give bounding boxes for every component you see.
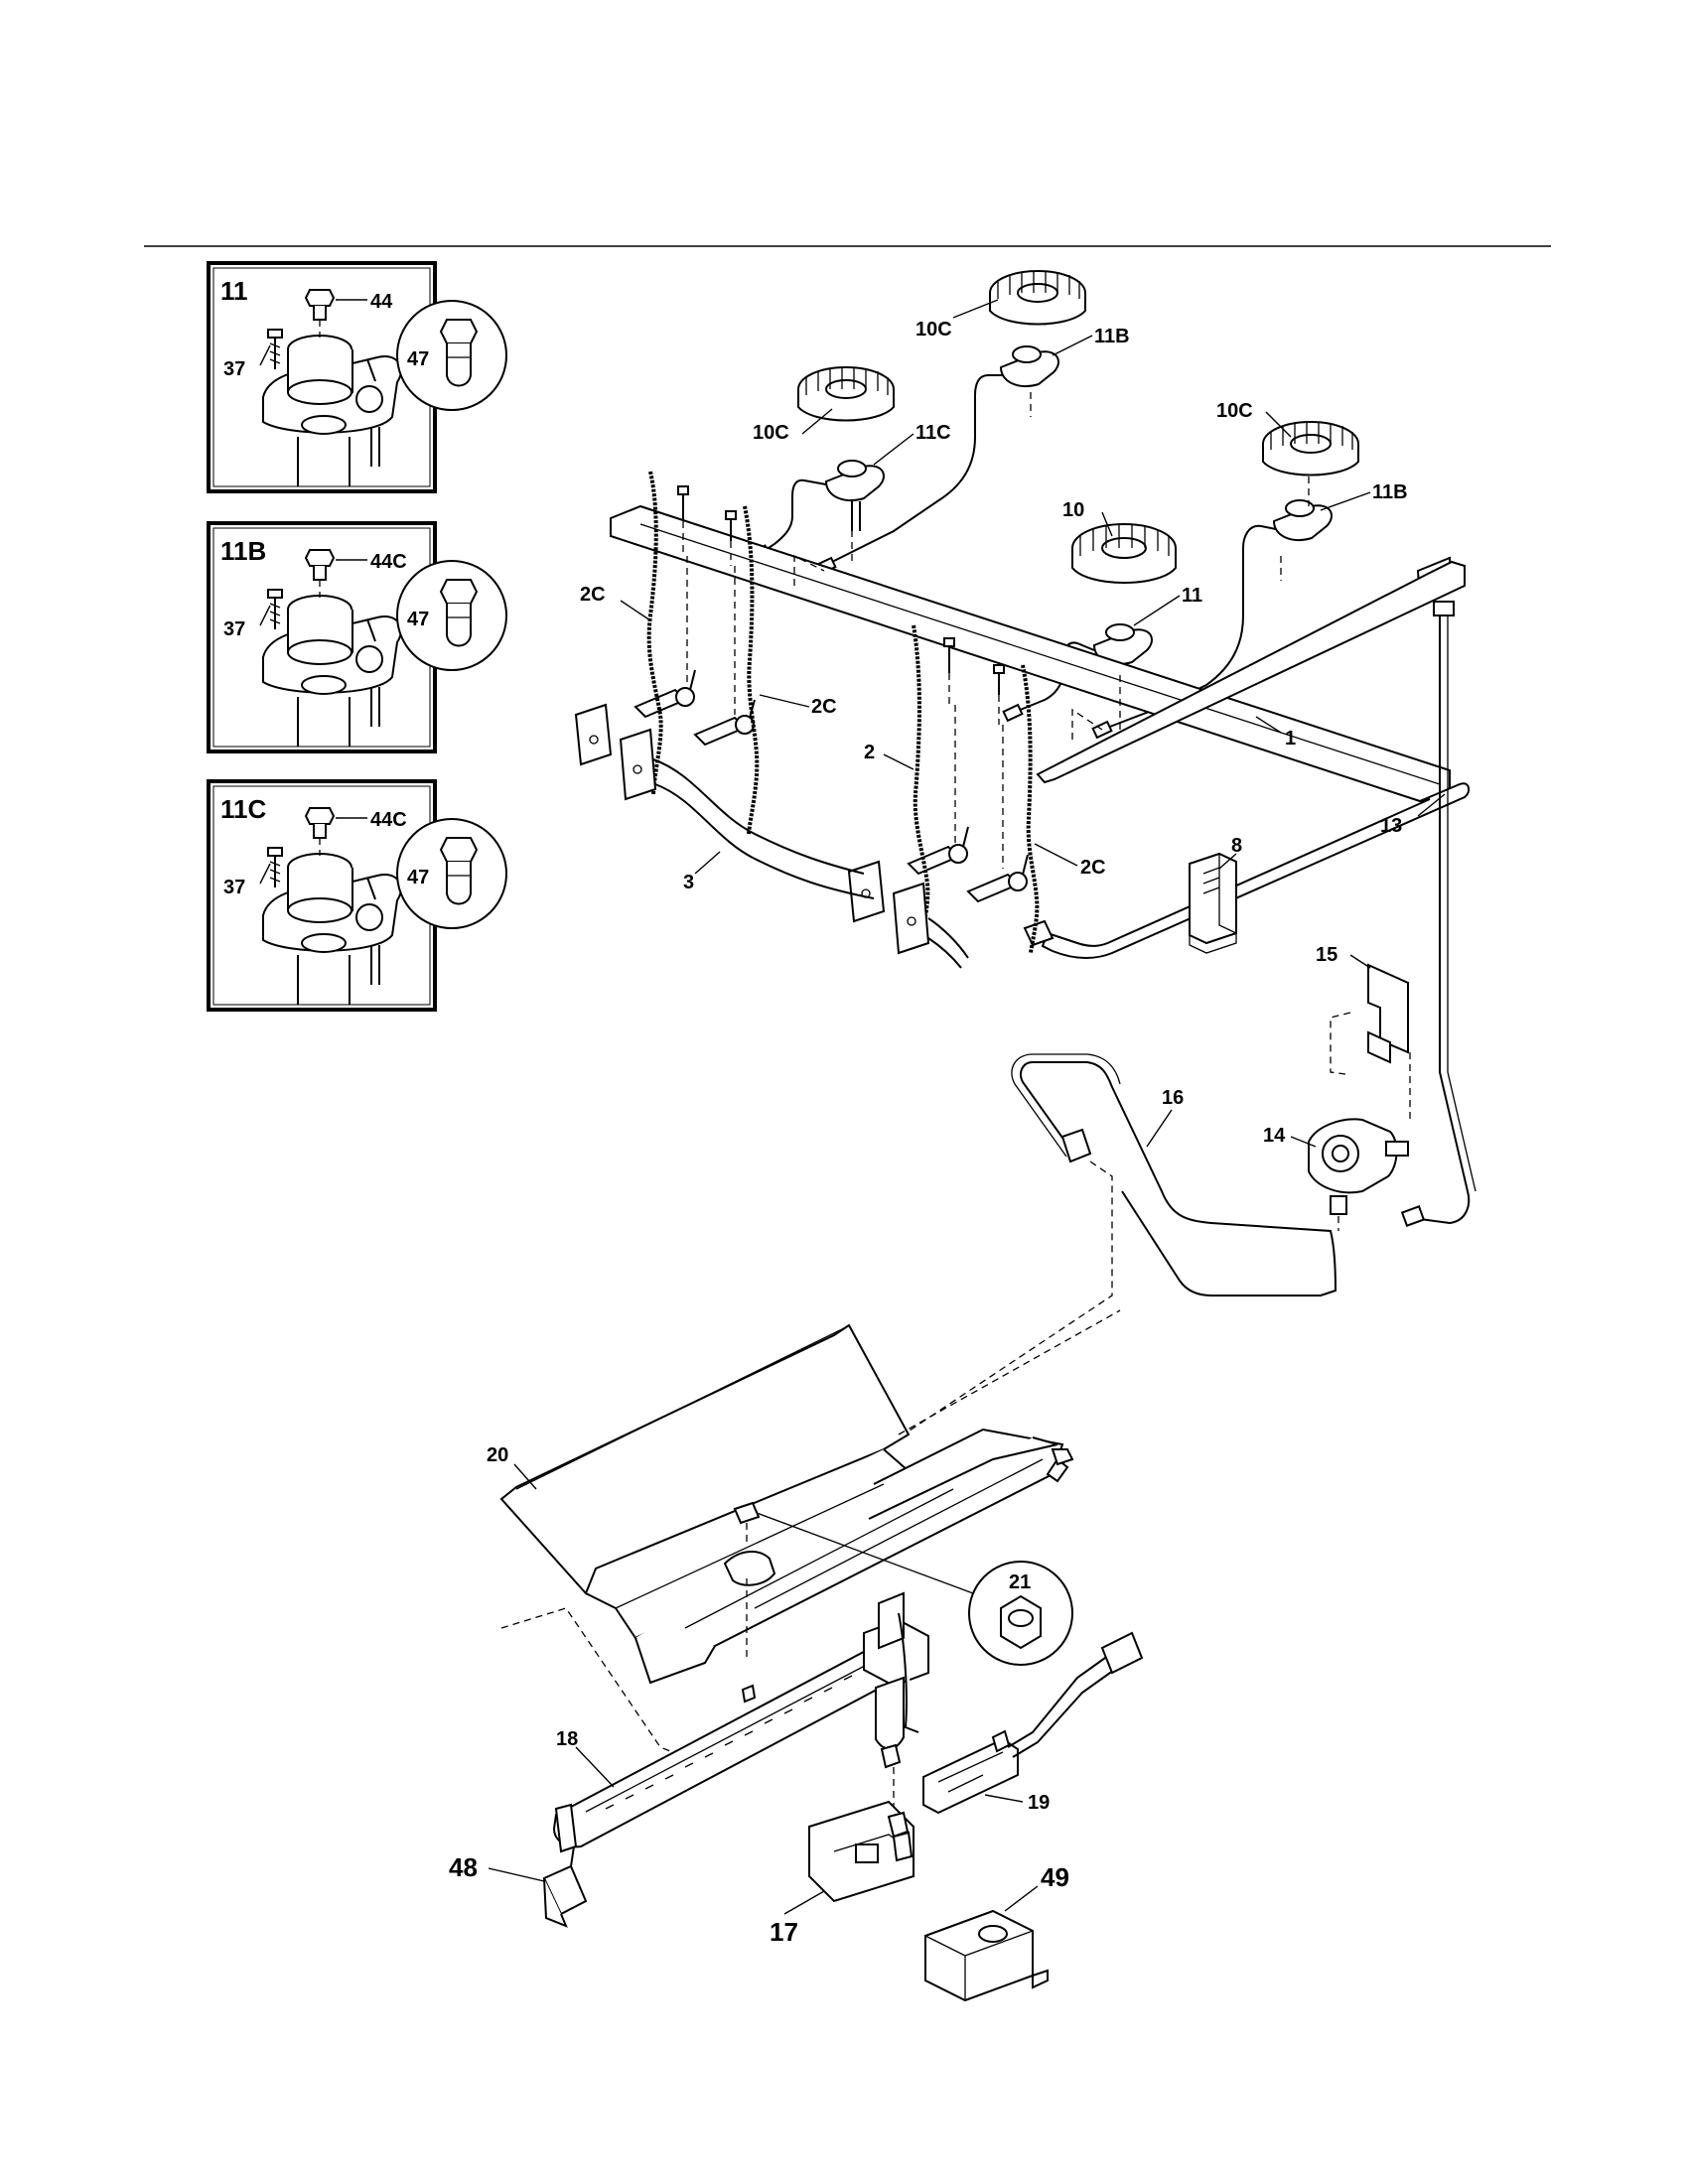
nut-detail-21[interactable]: [756, 1512, 1073, 1666]
callout-8: 8: [1231, 835, 1242, 857]
gas-tube-13-fitting: [1433, 601, 1455, 616]
callout-11c: 11C: [915, 422, 951, 444]
bracket-48[interactable]: [542, 1845, 588, 1928]
gas-tube-13-fitting-bottom: [1400, 1205, 1426, 1227]
inset-label-top: 44C: [370, 809, 407, 831]
callout-18: 18: [556, 1728, 578, 1750]
burner-head-10c-right[interactable]: [1262, 421, 1359, 477]
callout-labels: 10C 10C 10C 11B 11B 11C 10 11 2C 2C 2 1 …: [449, 319, 1408, 1947]
igniter-wire-2: [912, 624, 930, 944]
callout-2c-left: 2C: [580, 584, 606, 606]
regulator-14[interactable]: [1308, 1118, 1409, 1215]
inset-11[interactable]: 11 44 37 47: [207, 261, 507, 493]
burner-base-11[interactable]: [1092, 623, 1153, 690]
igniter-wire-2c-right: [1021, 664, 1040, 954]
callout-15: 15: [1316, 944, 1337, 966]
burner-head-10[interactable]: [1071, 523, 1177, 584]
manifold-tube-16: [1020, 1061, 1337, 1297]
callout-48: 48: [449, 1852, 478, 1882]
callout-10c-rear-left: 10C: [753, 422, 789, 444]
bracket-15[interactable]: [1330, 963, 1411, 1122]
oven-valve-17[interactable]: [808, 1800, 914, 1903]
valve-left-pair[interactable]: [633, 669, 756, 747]
callout-2: 2: [864, 742, 875, 763]
burner-base-11c[interactable]: [824, 460, 885, 531]
callout-11b-rear: 11B: [1094, 326, 1130, 347]
inset-label-circle: 47: [407, 348, 429, 370]
burner-head-10c-rear-right[interactable]: [989, 270, 1086, 326]
burner-base-11b-rear[interactable]: [999, 345, 1059, 387]
callout-20: 20: [487, 1444, 508, 1466]
gas-tube-13-inner: [1447, 615, 1477, 1192]
burner-tube-rear-right: [823, 374, 1003, 567]
inset-11b[interactable]: 11B 44C 37 47: [207, 521, 507, 753]
dashed-guides: [686, 392, 1310, 869]
gas-tube-13: [1419, 615, 1471, 1225]
inset-label-top: 44: [370, 291, 393, 313]
inset-label-left: 37: [223, 877, 245, 898]
callout-10: 10: [1062, 499, 1084, 521]
mounting-screws: [677, 485, 1005, 725]
inset-title: 11C: [220, 794, 266, 824]
callout-10c-right: 10C: [1216, 400, 1253, 422]
burner-head-10c-rear-left[interactable]: [797, 366, 895, 422]
manifold-tube-16-inner: [1011, 1053, 1121, 1158]
spark-module-8[interactable]: [1189, 852, 1237, 954]
manifold-frame[interactable]: [610, 504, 1471, 959]
callout-49: 49: [1041, 1862, 1069, 1892]
burner-tube-rear-left: [759, 478, 827, 555]
guide-baffle-right: [898, 1309, 1121, 1435]
callout-13: 13: [1380, 815, 1402, 837]
callout-11: 11: [1182, 585, 1202, 607]
inset-label-circle: 47: [407, 867, 429, 888]
shield-49[interactable]: [924, 1909, 1049, 2002]
callout-19: 19: [1028, 1792, 1050, 1814]
igniter-wire-2c-left-outer: [646, 471, 663, 795]
baffle-20[interactable]: [499, 1323, 1074, 1685]
callout-14: 14: [1263, 1125, 1286, 1147]
inset-11c[interactable]: 11C 44C 37 47: [207, 779, 507, 1012]
callout-1: 1: [1285, 728, 1296, 750]
callout-2c-middle: 2C: [811, 696, 837, 718]
inset-label-circle: 47: [407, 609, 429, 630]
burner-tube-front-right: [1101, 524, 1277, 731]
callout-3: 3: [683, 872, 694, 893]
callout-21: 21: [1009, 1571, 1031, 1593]
inset-label-left: 37: [223, 618, 245, 640]
burner-base-11b-right[interactable]: [1272, 499, 1333, 541]
oven-burner-18[interactable]: [552, 1591, 929, 1853]
inset-label-left: 37: [223, 358, 245, 380]
igniter-19[interactable]: [922, 1631, 1144, 1815]
inset-title: 11B: [220, 536, 266, 566]
leader-lines: [488, 299, 1446, 1915]
valve-right-pair[interactable]: [907, 826, 1029, 903]
inset-title: 11: [220, 276, 248, 306]
burner-box-3[interactable]: [574, 703, 969, 969]
callout-10c-rear-right: 10C: [915, 319, 952, 341]
callout-11b-right: 11B: [1372, 481, 1408, 503]
tube-16-fitting: [1060, 1128, 1092, 1163]
callout-2c-right: 2C: [1080, 857, 1106, 879]
igniter-wire-2c-left-inner: [743, 505, 760, 835]
callout-17: 17: [770, 1917, 798, 1947]
guide-16-to-burner: [873, 1160, 1113, 1455]
callout-16: 16: [1162, 1087, 1184, 1109]
inset-label-top: 44C: [370, 551, 407, 573]
